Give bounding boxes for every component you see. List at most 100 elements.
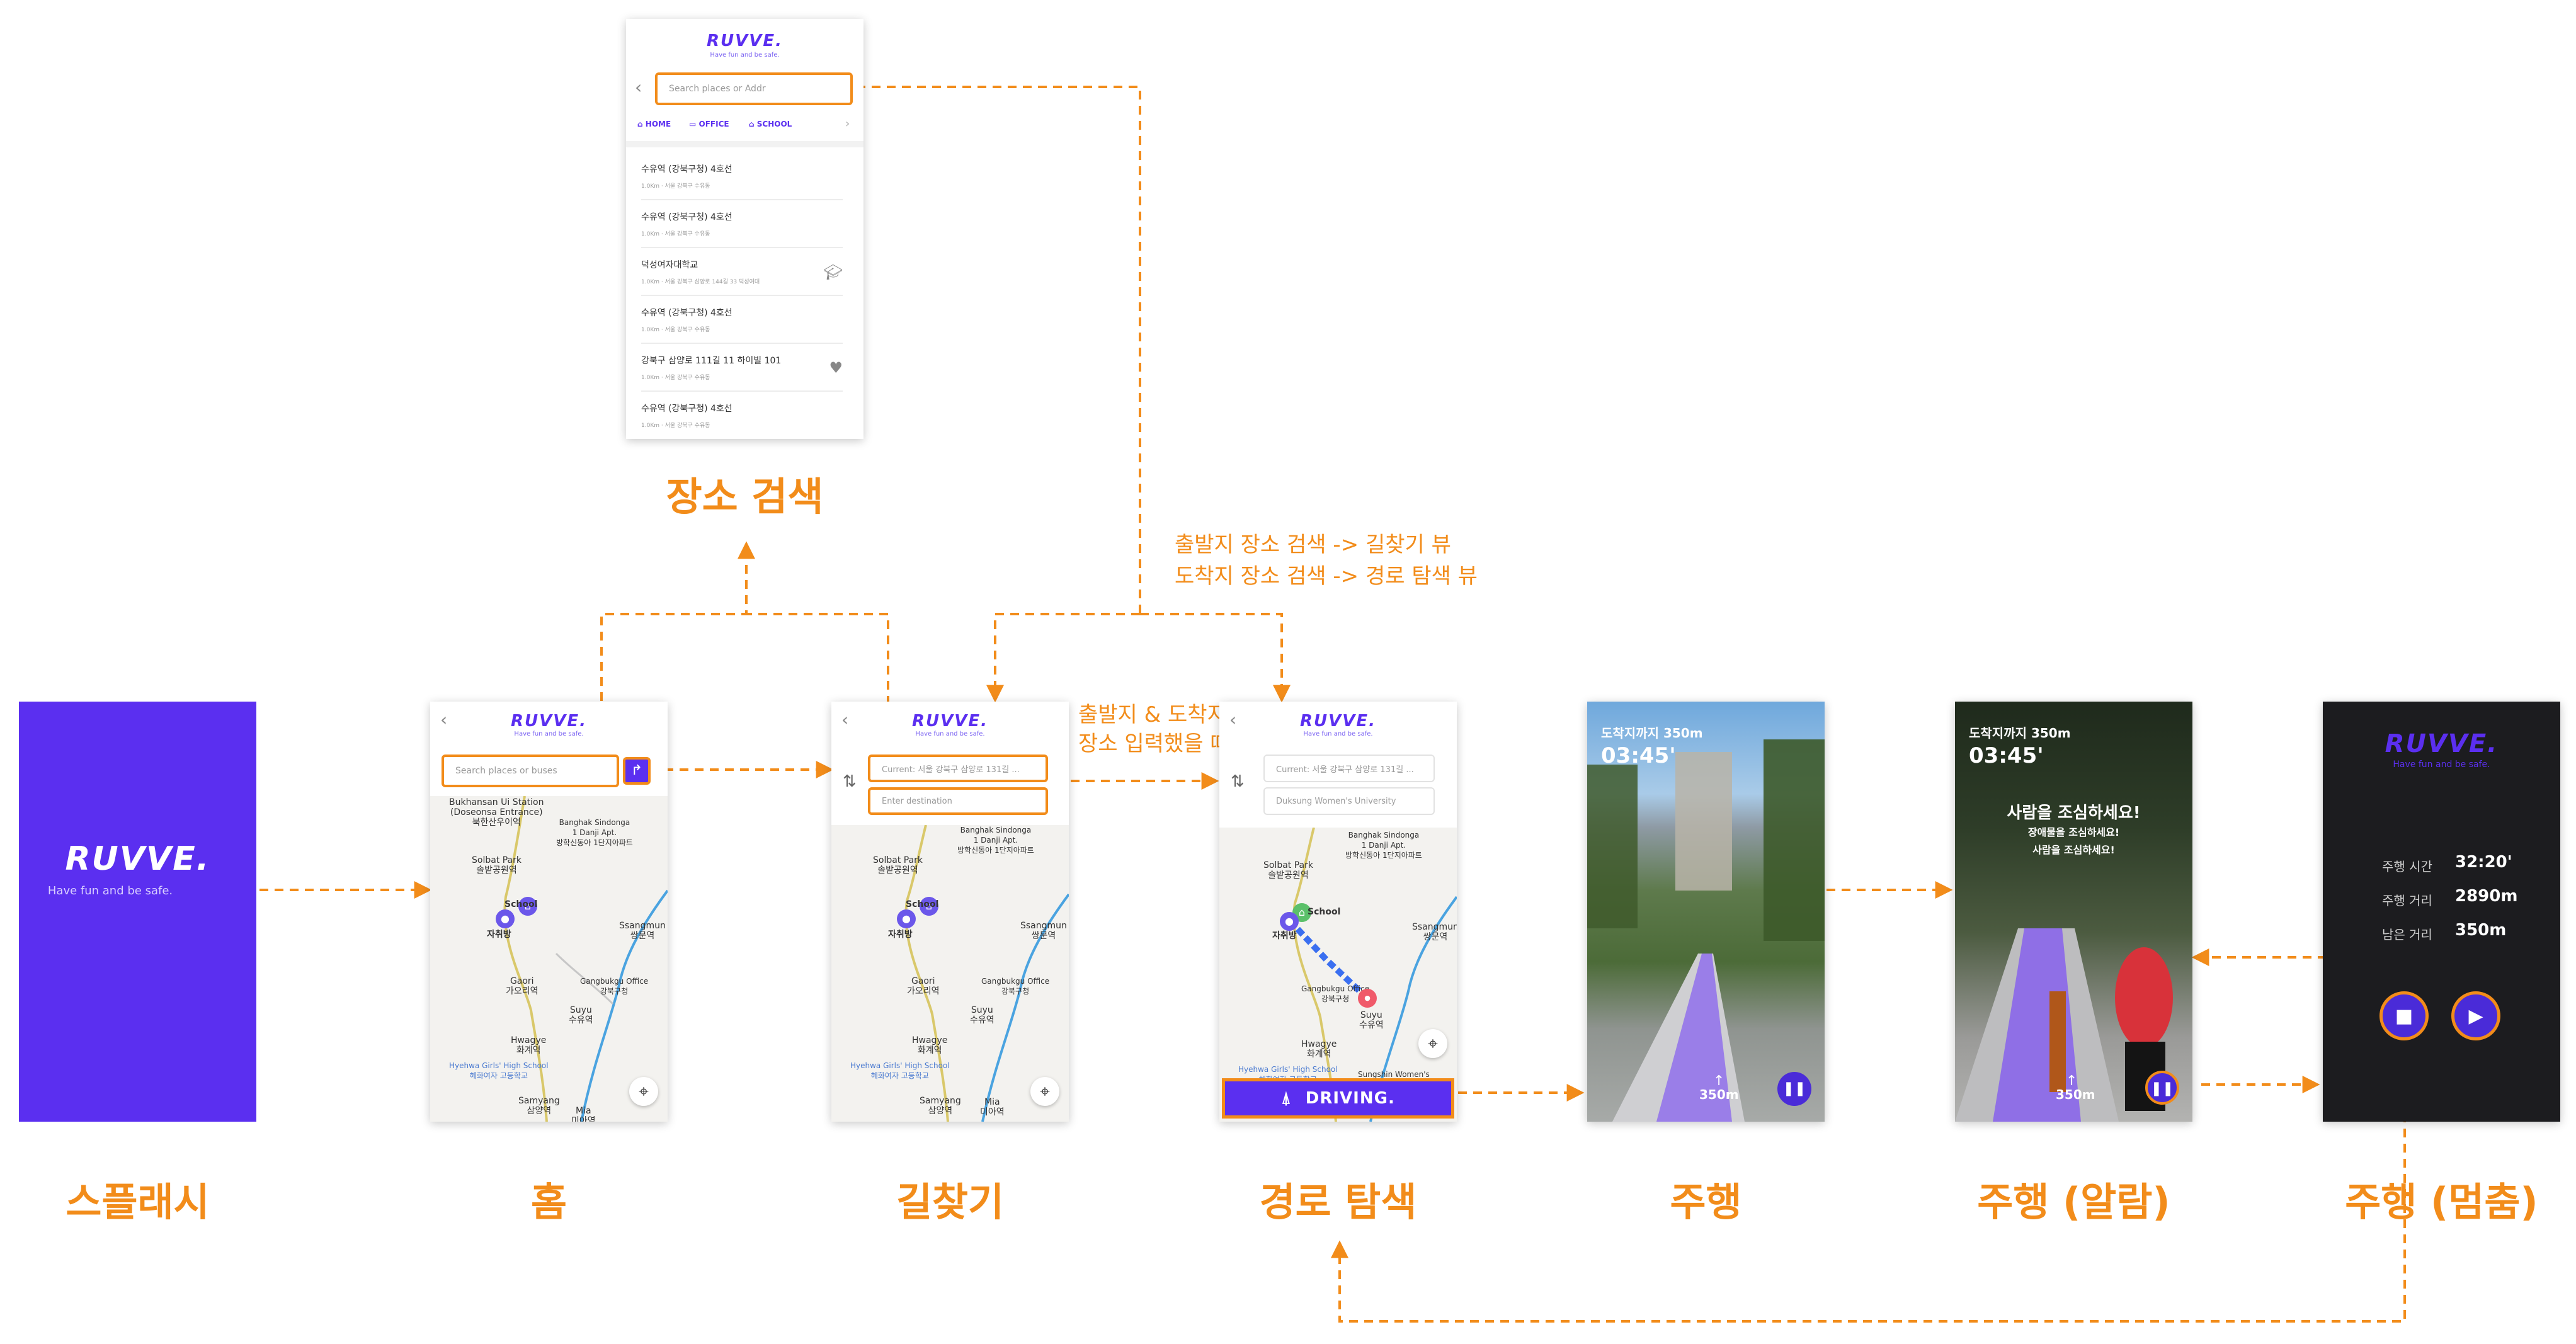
map-label-school: School — [1308, 907, 1341, 917]
note-both-entered: 출발지 & 도착지 장소 입력했을 때 — [1078, 700, 1230, 758]
note-search-flow: 출발지 장소 검색 -> 길찾기 뷰 도착지 장소 검색 -> 경로 탐색 뷰 — [1175, 529, 1478, 592]
back-icon[interactable]: ‹ — [635, 77, 642, 98]
list-item-sub: 1.0Km · 서울 강북구 수유동 — [641, 375, 710, 381]
find-way-tagline: Have fun and be safe. — [915, 731, 985, 737]
quick-school-label: SCHOOL — [756, 120, 792, 128]
pause-button[interactable]: ❚❚ — [2145, 1071, 2179, 1105]
map-label-banghak: Banghak Sindonga 1 Danji Apt. 방학신동아 1단지아… — [1345, 831, 1422, 860]
stat-value: 350m — [2455, 921, 2507, 940]
search-input[interactable]: Search places or buses — [442, 755, 619, 787]
navigation-icon: ⍋ — [1281, 1088, 1292, 1108]
back-icon[interactable]: ‹ — [440, 709, 448, 730]
distance-marker: 350m — [1699, 1087, 1739, 1102]
up-arrow-icon: ↑ — [1713, 1073, 1725, 1089]
map-label-solbat: Solbat Park 솔밭공원역 — [1263, 860, 1314, 880]
map-lines — [904, 825, 1069, 1122]
home-tagline: Have fun and be safe. — [514, 731, 584, 737]
quick-more-icon[interactable]: › — [845, 117, 850, 130]
map-label-solbat: Solbat Park 솔밭공원역 — [873, 855, 923, 875]
home-pin-icon[interactable]: ● — [897, 909, 916, 928]
map-label-banghak: Banghak Sindonga 1 Danji Apt. 방학신동아 1단지아… — [957, 826, 1034, 855]
list-item[interactable]: 강북구 삼양로 111길 11 하이빌 101 1.0Km · 서울 강북구 수… — [641, 343, 843, 392]
stat-value: 2890m — [2455, 887, 2518, 906]
current-location-icon[interactable]: ⌖ — [629, 1077, 658, 1106]
list-item-title: 수유역 (강북구청) 4호선 — [641, 164, 732, 174]
note-search-flow-2: 도착지 장소 검색 -> 경로 탐색 뷰 — [1175, 564, 1478, 589]
destination-pin-icon[interactable]: ● — [1358, 989, 1377, 1008]
quick-school[interactable]: ⌂ SCHOOL — [749, 120, 792, 128]
stop-logo: RUVVE. — [2385, 729, 2499, 758]
list-item[interactable]: 수유역 (강북구청) 4호선 1.0Km · 서울 강북구 수유동 — [641, 199, 843, 248]
list-item[interactable]: 수유역 (강북구청) 4호선 1.0Km · 서울 강북구 수유동 — [641, 390, 843, 438]
list-item[interactable]: 수유역 (강북구청) 4호선 1.0Km · 서울 강북구 수유동 — [641, 151, 843, 200]
distance-to-destination: 도착지까지 350m — [1969, 726, 2071, 741]
origin-input[interactable]: Current: 서울 강북구 삼양로 131길 ... — [1263, 755, 1435, 782]
map-label-solbat: Solbat Park 솔밭공원역 — [472, 855, 522, 875]
place-search-tagline: Have fun and be safe. — [710, 52, 780, 59]
quick-home-label: HOME — [645, 120, 671, 128]
list-item-title: 수유역 (강북구청) 4호선 — [641, 212, 732, 222]
list-item-title: 수유역 (강북구청) 4호선 — [641, 404, 732, 414]
list-item[interactable]: 수유역 (강북구청) 4호선 1.0Km · 서울 강북구 수유동 — [641, 295, 843, 344]
home-pin-icon[interactable]: ● — [496, 909, 515, 928]
map-label-home-place: 자취방 — [487, 930, 511, 940]
caption-driving-stop: 주행 (멈춤) — [2345, 1179, 2538, 1225]
map-label-ssangmun: Ssangmun 쌍문역 — [1412, 922, 1457, 942]
home-pin-icon[interactable]: ● — [1280, 912, 1299, 931]
list-item-title: 수유역 (강북구청) 4호선 — [641, 308, 732, 318]
quick-office-label: OFFICE — [698, 120, 729, 128]
splash-tagline: Have fun and be safe. — [47, 884, 173, 897]
pause-button[interactable]: ❚❚ — [1777, 1072, 1811, 1106]
splash-logo: RUVVE. — [65, 840, 210, 878]
swap-icon[interactable]: ⇅ — [1231, 772, 1245, 791]
current-location-icon[interactable]: ⌖ — [1418, 1029, 1447, 1058]
current-location-icon[interactable]: ⌖ — [1030, 1077, 1059, 1106]
school-icon[interactable]: ⌂ — [920, 897, 938, 916]
swap-icon[interactable]: ⇅ — [843, 772, 857, 791]
destination-input[interactable]: Duksung Women's University — [1263, 787, 1435, 815]
map-label-suyu: Suyu 수유역 — [970, 1005, 994, 1025]
route-button[interactable]: ↱ — [623, 757, 651, 785]
place-search-screen: RUVVE. Have fun and be safe. ‹ Search pl… — [626, 19, 863, 439]
origin-input[interactable]: Current: 서울 강북구 삼양로 131길 ... — [868, 755, 1048, 782]
distance-marker: 350m — [2056, 1087, 2095, 1102]
stop-button[interactable]: ■ — [2379, 991, 2429, 1040]
heart-icon[interactable]: ♥ — [829, 359, 843, 377]
caption-driving-alarm: 주행 (알람) — [1977, 1179, 2170, 1225]
route-search-screen: ‹ RUVVE. Have fun and be safe. ⇅ Current… — [1219, 702, 1457, 1122]
quick-office[interactable]: ▭ OFFICE — [689, 120, 729, 128]
back-icon[interactable]: ‹ — [841, 709, 849, 730]
driving-screen: 도착지까지 350m 03:45' ↑ 350m ❚❚ — [1587, 702, 1825, 1122]
caption-splash: 스플래시 — [66, 1179, 210, 1225]
caption-find-way: 길찾기 — [896, 1179, 1005, 1225]
street-photo: 도착지까지 350m 03:45' ↑ 350m ❚❚ — [1587, 702, 1825, 1122]
arrow-stop-route — [1331, 1053, 2406, 1323]
map-label-gangbuk-office: Gangbukgu Office 강북구청 — [1301, 984, 1370, 1003]
destination-input[interactable]: Enter destination — [868, 787, 1048, 815]
find-way-logo: RUVVE. — [911, 712, 988, 731]
home-screen: ‹ RUVVE. Have fun and be safe. Search pl… — [430, 702, 668, 1122]
school-icon[interactable]: ⌂ — [518, 897, 537, 916]
place-search-input[interactable]: Search places or Addr — [655, 72, 853, 105]
route-tagline: Have fun and be safe. — [1303, 731, 1373, 737]
back-icon[interactable]: ‹ — [1229, 709, 1237, 730]
driving-button[interactable]: ⍋ DRIVING. — [1222, 1078, 1454, 1119]
list-item-title: 강북구 삼양로 111길 11 하이빌 101 — [641, 356, 782, 366]
find-way-map[interactable]: Banghak Sindonga 1 Danji Apt. 방학신동아 1단지아… — [831, 825, 1069, 1122]
home-map[interactable]: Bukhansan Ui Station (Doseonsa Entrance)… — [430, 796, 668, 1122]
quick-home[interactable]: ⌂ HOME — [637, 120, 671, 128]
street-scene — [1955, 928, 2173, 1122]
route-map[interactable]: Banghak Sindonga 1 Danji Apt. 방학신동아 1단지아… — [1219, 828, 1457, 1122]
arrow-to-route — [1140, 613, 1291, 703]
map-lines — [1287, 828, 1457, 1122]
map-label-ssangmun: Ssangmun 쌍문역 — [1020, 921, 1067, 941]
school-icon[interactable]: 🎓︎ — [823, 263, 843, 281]
map-label-gangbuk-office: Gangbukgu Office 강북구청 — [981, 977, 1050, 996]
street-photo: 도착지까지 350m 03:45' 사람을 조심하세요! 장애물을 조심하세요!… — [1955, 702, 2192, 1122]
note-both-entered-2: 장소 입력했을 때 — [1078, 731, 1230, 756]
list-item[interactable]: 덕성여자대학교 1.0Km · 서울 강북구 삼양로 144길 33 덕성여대 … — [641, 247, 843, 296]
driving-button-label: DRIVING. — [1305, 1089, 1395, 1108]
warning-sub-2: 사람을 조심하세요! — [2032, 844, 2115, 856]
play-button[interactable]: ▶ — [2451, 991, 2500, 1040]
caption-place-search: 장소 검색 — [666, 474, 824, 520]
